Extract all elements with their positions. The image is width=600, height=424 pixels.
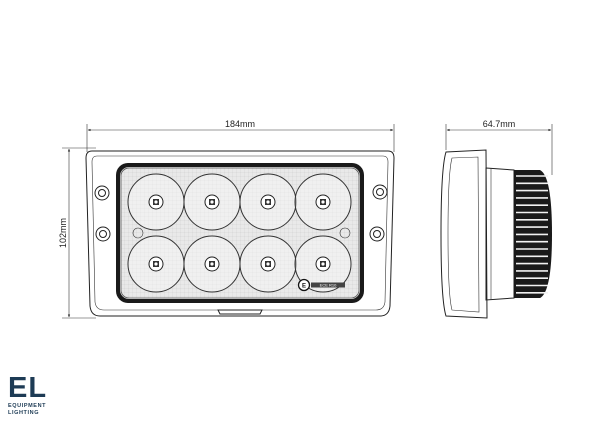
brand-logo-icon: EL <box>8 372 47 404</box>
width-label: 184mm <box>225 119 255 129</box>
lens-grid <box>121 168 359 298</box>
led-reflector-icon <box>239 173 297 231</box>
mounting-hole-icon <box>94 185 110 201</box>
led-reflector-icon <box>127 235 185 293</box>
mounting-hole-icon <box>95 226 111 242</box>
mounting-hole-icon <box>372 184 388 200</box>
front-view: E ECE R10 <box>85 150 395 317</box>
brand-line-2: LIGHTING <box>8 409 40 416</box>
side-view <box>440 149 552 319</box>
badge-text: ECE R10 <box>320 283 337 288</box>
brand-line-1: EQUIPMENT <box>8 403 47 409</box>
led-array <box>127 173 352 293</box>
brand-logo-letters: EL <box>8 372 47 404</box>
led-reflector-icon <box>183 173 241 231</box>
mounting-hole-icon <box>369 226 385 242</box>
led-reflector-icon <box>294 235 352 293</box>
led-reflector-icon <box>239 235 297 293</box>
depth-dimension: 64.7mm <box>445 119 553 175</box>
width-dimension: 184mm <box>86 119 395 152</box>
height-label: 102mm <box>58 218 68 248</box>
depth-label: 64.7mm <box>483 119 516 129</box>
housing-outline <box>85 150 395 317</box>
led-reflector-icon <box>294 173 352 231</box>
heat-sink-fins <box>516 175 548 294</box>
height-dimension: 102mm <box>58 147 96 319</box>
led-reflector-icon <box>127 173 185 231</box>
certification-badge: E ECE R10 <box>297 278 345 292</box>
led-reflector-icon <box>183 235 241 293</box>
svg-text:E: E <box>302 284 306 290</box>
brand-block: EQUIPMENT LIGHTING <box>8 371 48 416</box>
